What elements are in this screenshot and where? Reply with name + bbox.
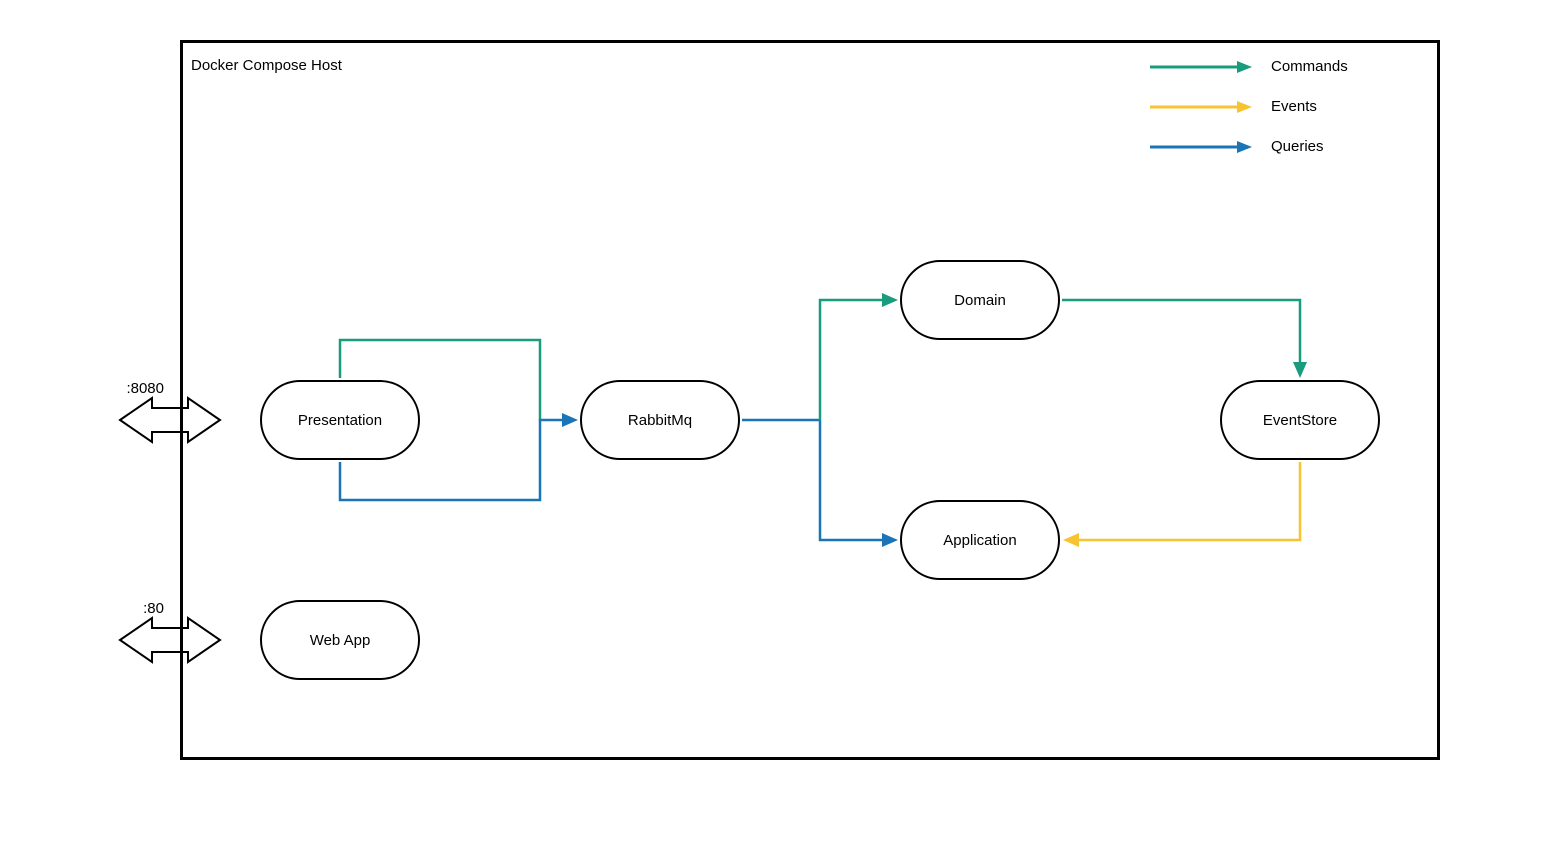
legend-label-commands: Commands xyxy=(1271,58,1348,75)
arrowhead-eventstore-commands[interactable] xyxy=(1293,362,1307,378)
node-label-presentation: Presentation xyxy=(297,411,383,429)
legend-arrowhead-queries[interactable] xyxy=(1237,141,1252,153)
docker-compose-host-title: Docker Compose Host xyxy=(191,57,342,74)
edge-junction-domain-commands[interactable] xyxy=(818,298,884,420)
edge-junction-application-queries[interactable] xyxy=(818,420,884,542)
legend-label-queries: Queries xyxy=(1271,138,1324,155)
port-label-8080: :8080 xyxy=(126,380,164,397)
arrowhead-domain-commands[interactable] xyxy=(882,293,898,307)
node-label-rabbitmq: RabbitMq xyxy=(627,411,693,429)
arrowhead-rabbitmq-queries[interactable] xyxy=(562,413,578,427)
node-domain[interactable]: Domain xyxy=(900,260,1060,340)
docker-compose-host-container[interactable]: Docker Compose Host xyxy=(180,40,1440,760)
node-rabbitmq[interactable]: RabbitMq xyxy=(580,380,740,460)
edge-eventstore-application-events[interactable] xyxy=(1077,462,1302,542)
node-label-application: Application xyxy=(943,531,1017,549)
node-eventstore[interactable]: EventStore xyxy=(1220,380,1380,460)
node-presentation[interactable]: Presentation xyxy=(260,380,420,460)
node-webapp[interactable]: Web App xyxy=(260,600,420,680)
node-label-webapp: Web App xyxy=(309,631,371,649)
port-arrow-8080[interactable] xyxy=(118,396,222,444)
legend-arrowhead-commands[interactable] xyxy=(1237,61,1252,73)
port-arrow-80[interactable] xyxy=(118,616,222,664)
arrowhead-application-queries[interactable] xyxy=(882,533,898,547)
port-label-80: :80 xyxy=(143,600,164,617)
node-label-domain: Domain xyxy=(954,291,1006,309)
edge-presentation-rabbitmq-commands[interactable] xyxy=(338,338,542,420)
legend-label-events: Events xyxy=(1271,98,1317,115)
edge-domain-eventstore-commands[interactable] xyxy=(1062,298,1302,364)
arrowhead-application-events[interactable] xyxy=(1063,533,1079,547)
edge-presentation-rabbitmq-queries[interactable] xyxy=(338,418,564,502)
node-label-eventstore: EventStore xyxy=(1262,411,1338,429)
node-application[interactable]: Application xyxy=(900,500,1060,580)
legend-arrowhead-events[interactable] xyxy=(1237,101,1252,113)
